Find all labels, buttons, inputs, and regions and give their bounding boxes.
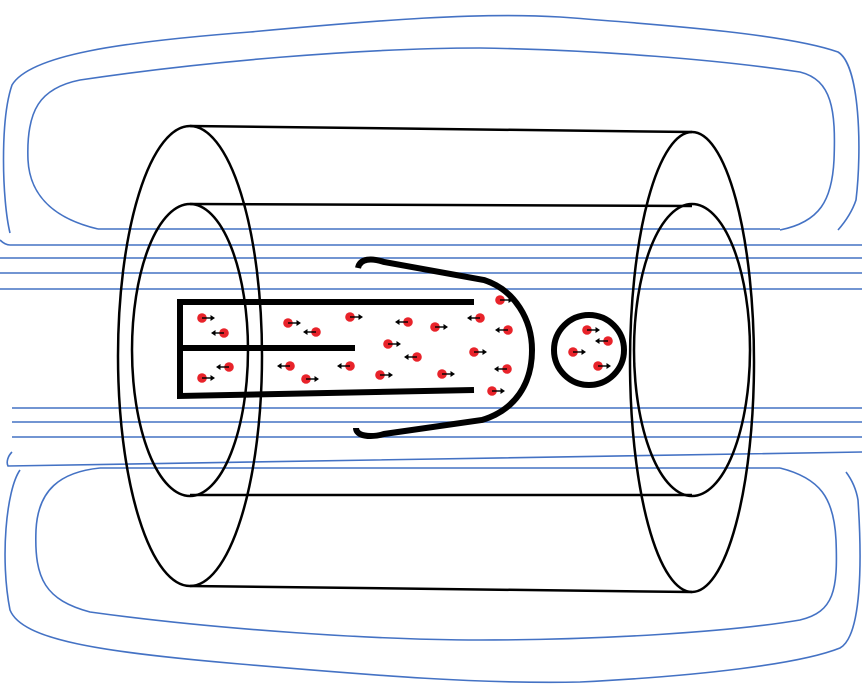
arrow-left-icon xyxy=(277,363,282,369)
proton-particle xyxy=(494,364,512,374)
arrow-left-icon xyxy=(404,354,409,360)
patient-hand-ring xyxy=(551,312,627,388)
cylinder-top-edge xyxy=(189,124,693,134)
arrow-right-icon xyxy=(581,349,586,355)
proton-particle xyxy=(430,322,448,332)
arrow-right-icon xyxy=(595,327,600,333)
arrow-right-icon xyxy=(210,315,215,321)
field-loop-upper-inner xyxy=(27,47,836,231)
proton-particle xyxy=(495,325,513,335)
bore-top-edge xyxy=(189,202,693,208)
cylinder-left-outer-ring xyxy=(116,124,264,588)
cylinder-right-inner-ring xyxy=(632,202,752,498)
field-loop-upper-outer xyxy=(2,14,860,234)
cylinder-bottom-edge xyxy=(189,584,693,594)
arrow-right-icon xyxy=(606,363,611,369)
proton-particle xyxy=(277,361,295,371)
proton-particle xyxy=(197,373,215,383)
proton-particle xyxy=(211,328,229,338)
arrow-right-icon xyxy=(450,371,455,377)
proton-particle xyxy=(469,347,487,357)
proton-particle xyxy=(375,370,393,380)
arrow-right-icon xyxy=(443,324,448,330)
proton-particle xyxy=(437,369,455,379)
magnetic-field-lines xyxy=(0,14,862,684)
proton-particle xyxy=(495,295,513,305)
arrow-left-icon xyxy=(211,330,216,336)
arrow-left-icon xyxy=(337,363,342,369)
proton-particle xyxy=(595,336,613,346)
arrow-left-icon xyxy=(467,315,472,321)
arrow-left-icon xyxy=(395,319,400,325)
arrow-right-icon xyxy=(358,314,363,320)
arrow-left-icon xyxy=(303,329,308,335)
proton-particle xyxy=(568,347,586,357)
proton-particle xyxy=(216,362,234,372)
proton-particle xyxy=(487,386,505,396)
proton-particle xyxy=(197,313,215,323)
arrow-right-icon xyxy=(508,297,513,303)
proton-particle xyxy=(283,318,301,328)
arrow-right-icon xyxy=(396,341,401,347)
arrow-right-icon xyxy=(296,320,301,326)
proton-particle xyxy=(582,325,600,335)
field-loop-lower-outer xyxy=(4,469,861,684)
proton-particle xyxy=(467,313,485,323)
arrow-right-icon xyxy=(314,376,319,382)
proton-particle xyxy=(337,361,355,371)
patient-figure xyxy=(177,256,627,439)
arrow-left-icon xyxy=(494,366,499,372)
arrow-left-icon xyxy=(495,327,500,333)
patient-head xyxy=(353,256,536,439)
proton-particle xyxy=(301,374,319,384)
proton-particle xyxy=(383,339,401,349)
cylinder-right-outer-ring xyxy=(628,130,756,594)
arrow-right-icon xyxy=(388,372,393,378)
proton-particle xyxy=(303,327,321,337)
arrow-right-icon xyxy=(482,349,487,355)
field-line-9 xyxy=(6,451,862,467)
magnet-cylinder xyxy=(116,124,756,594)
proton-particle xyxy=(395,317,413,327)
proton-particle xyxy=(593,361,611,371)
proton-particles xyxy=(197,295,613,396)
field-line-2 xyxy=(0,239,862,246)
proton-particle xyxy=(345,312,363,322)
arrow-left-icon xyxy=(595,338,600,344)
arrow-left-icon xyxy=(216,364,221,370)
arrow-right-icon xyxy=(500,388,505,394)
arrow-right-icon xyxy=(210,375,215,381)
proton-particle xyxy=(404,352,422,362)
field-loop-lower-inner xyxy=(35,467,838,641)
